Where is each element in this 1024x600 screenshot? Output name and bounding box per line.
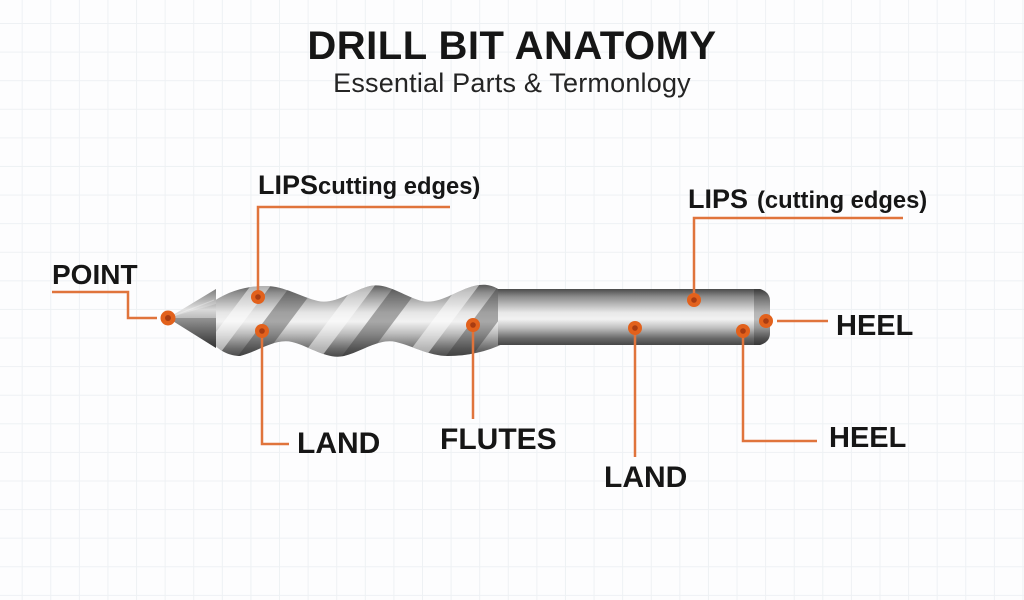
label-lips-left-detail: cutting edges) <box>318 173 481 200</box>
anchor-dot-point <box>160 310 176 326</box>
label-heel-bottom-text: HEEL <box>829 422 907 454</box>
drill-shank <box>498 289 758 345</box>
anchor-dot-heel-top <box>759 314 773 328</box>
label-land-bottom-text: LAND <box>604 461 688 494</box>
leader-line-land-left <box>260 333 289 446</box>
label-flutes: FLUTES <box>440 425 557 455</box>
anchor-dot-lips-right <box>687 293 701 307</box>
leader-line-point <box>52 290 157 320</box>
label-lips-left: LIPScutting edges) <box>258 172 480 199</box>
header: DRILL BIT ANATOMY Essential Parts & Term… <box>0 0 1024 99</box>
label-lips-right: LIPS (cutting edges) <box>688 186 927 213</box>
anchor-dot-lips-left <box>251 290 265 304</box>
label-lips-left-name: LIPS <box>258 170 319 200</box>
anchor-dot-flutes <box>466 318 480 332</box>
page-subtitle: Essential Parts & Termonlogy <box>333 68 691 98</box>
label-point-text: POINT <box>52 259 138 290</box>
label-land-left: LAND <box>297 429 380 459</box>
label-land-bottom: LAND <box>604 463 687 493</box>
leader-line-lips-right <box>692 216 903 296</box>
label-flutes-text: FLUTES <box>440 423 557 456</box>
anchor-dot-heel-bottom <box>736 324 750 338</box>
label-point: POINT <box>52 261 138 289</box>
leader-line-heel-bottom <box>741 333 817 443</box>
label-heel-bottom: HEEL <box>829 424 906 453</box>
drill-tip-cone <box>167 289 216 348</box>
label-lips-right-detail: (cutting edges) <box>757 187 928 214</box>
anchor-dot-land-left <box>255 324 269 338</box>
label-land-left-text: LAND <box>297 427 381 460</box>
anchor-dot-land-bottom <box>628 321 642 335</box>
label-lips-right-name: LIPS <box>688 184 749 214</box>
leader-line-lips-left <box>256 205 450 293</box>
label-heel-top-text: HEEL <box>836 310 914 342</box>
label-heel-top: HEEL <box>836 312 913 341</box>
page-title: DRILL BIT ANATOMY <box>307 24 717 68</box>
